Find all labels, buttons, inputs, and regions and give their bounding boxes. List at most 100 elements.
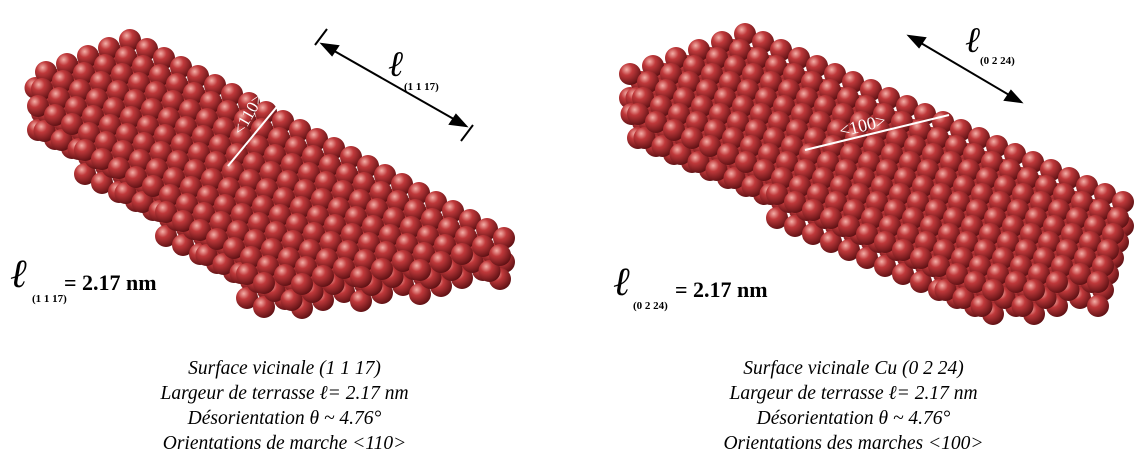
atom	[375, 241, 397, 263]
arrow-label-ell: ℓ	[965, 20, 980, 60]
caption: Surface vicinale (1 1 17) Largeur de ter…	[0, 356, 569, 456]
atom	[217, 100, 239, 122]
arrow-label-ell: ℓ	[388, 44, 403, 84]
atom	[243, 152, 265, 174]
atom	[315, 171, 337, 193]
arrow-label-sub: (1 1 17)	[404, 81, 439, 93]
atom	[451, 243, 473, 265]
atom	[196, 108, 218, 130]
atom	[239, 169, 261, 191]
atom	[687, 151, 710, 173]
atom	[459, 209, 481, 231]
atom	[183, 82, 205, 104]
atom	[91, 172, 113, 194]
atom	[223, 237, 245, 259]
atom	[108, 157, 130, 179]
atom	[33, 120, 56, 142]
atom	[442, 200, 464, 222]
atom	[856, 223, 878, 245]
atom	[295, 256, 317, 278]
atom	[209, 134, 231, 156]
atom	[218, 177, 240, 199]
atom	[337, 240, 359, 262]
atom	[910, 271, 932, 293]
atom	[350, 290, 372, 312]
atom	[52, 70, 74, 92]
caption-line-4: Orientations de marche <110>	[162, 433, 407, 454]
atom	[197, 185, 219, 207]
atom	[874, 255, 896, 277]
atom	[838, 215, 860, 237]
atom	[74, 139, 96, 161]
atom	[176, 193, 198, 215]
atom	[86, 88, 108, 110]
atom	[838, 239, 860, 261]
atom	[391, 173, 413, 195]
atom	[766, 183, 788, 205]
caption-line-1: Surface vicinale Cu (0 2 24)	[743, 358, 964, 379]
atom	[35, 61, 57, 83]
atom	[112, 140, 134, 162]
atom	[291, 273, 313, 295]
atom	[236, 287, 258, 309]
atom	[421, 208, 443, 230]
atom	[820, 207, 842, 229]
atom	[170, 56, 192, 78]
atom	[221, 83, 243, 105]
atom	[159, 184, 181, 206]
atom	[802, 223, 824, 245]
atom	[213, 117, 235, 139]
atom	[155, 225, 177, 247]
atomic-surface-model-0-2-24: ℓ (0 2 24) <100>	[619, 20, 1134, 325]
atom	[166, 73, 188, 95]
atom	[265, 221, 287, 243]
atom	[111, 63, 133, 85]
atom	[129, 149, 151, 171]
atom	[349, 189, 371, 211]
atom	[741, 175, 764, 197]
caption-line-1: Surface vicinale (1 1 17)	[188, 358, 381, 379]
atom	[379, 224, 401, 246]
atom	[137, 115, 159, 137]
atomic-surface-model-1-1-17: ℓ (1 1 17) <110>	[24, 28, 515, 319]
atom	[489, 244, 511, 266]
atom	[184, 159, 206, 181]
atom	[155, 201, 177, 223]
atom	[353, 172, 375, 194]
atom	[154, 124, 176, 146]
atom	[946, 263, 968, 285]
atom	[142, 175, 164, 197]
atom	[238, 92, 260, 114]
atom	[149, 64, 171, 86]
atom	[132, 55, 154, 77]
terrace-width-arrow	[906, 34, 1024, 104]
atom	[717, 143, 739, 165]
atom	[240, 246, 262, 268]
atom	[362, 215, 384, 237]
atom	[324, 214, 346, 236]
atom	[145, 81, 167, 103]
atom	[50, 129, 73, 151]
atom	[311, 188, 333, 210]
atom	[651, 135, 674, 157]
atom	[303, 222, 325, 244]
atom	[107, 80, 129, 102]
atom	[341, 223, 363, 245]
atom	[255, 101, 277, 123]
atom	[125, 166, 147, 188]
atom	[204, 74, 226, 96]
atom	[438, 217, 460, 239]
atom	[333, 257, 355, 279]
atom	[272, 110, 294, 132]
atom	[153, 47, 175, 69]
atom	[285, 136, 307, 158]
atom	[48, 87, 70, 109]
atom	[206, 228, 228, 250]
caption: Surface vicinale Cu (0 2 24) Largeur de …	[569, 356, 1138, 456]
atom	[663, 119, 685, 141]
atom	[332, 180, 354, 202]
atom	[257, 255, 279, 277]
atom	[244, 229, 266, 251]
atom	[231, 203, 253, 225]
atom	[260, 161, 282, 183]
